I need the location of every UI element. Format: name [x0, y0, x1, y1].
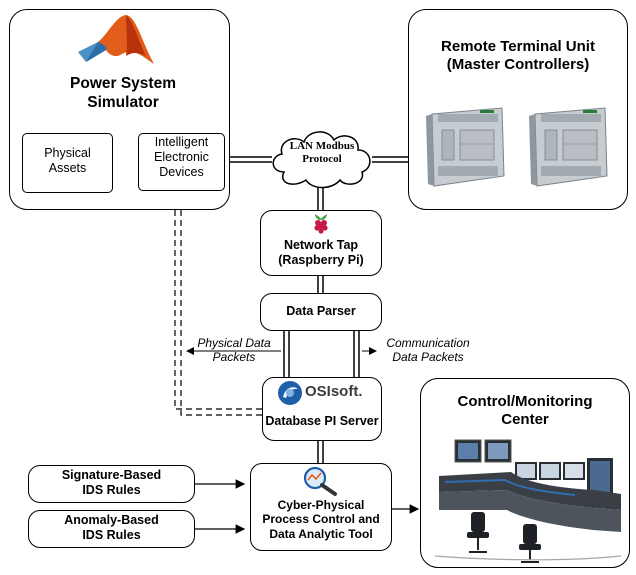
analytic-tool-line2: Process Control and [262, 512, 380, 527]
link-pi-to-analytic [317, 441, 324, 463]
physical-assets-line2: Assets [48, 161, 87, 175]
link-tap-to-parser [317, 276, 324, 293]
physical-assets-label: Physical Assets [22, 146, 113, 176]
anomaly-rules-line1: Anomaly-Based [64, 513, 159, 527]
analytic-tool-label: Cyber-Physical Process Control and Data … [250, 498, 392, 541]
data-parser-box [260, 293, 382, 331]
network-tap-line1: Network Tap [283, 238, 359, 252]
link-parser-to-pi-left [283, 331, 290, 377]
network-tap-box [260, 210, 382, 276]
simulator-title-line1: Power System [70, 75, 176, 92]
osisoft-logo-icon [278, 381, 302, 405]
lan-line1: LAN Modbus [289, 140, 355, 152]
link-parser-to-pi-right [353, 331, 360, 377]
osisoft-logo-text: OSIsoft. [305, 383, 363, 400]
ied-line1: Intelligent [154, 135, 209, 149]
lan-cloud-icon [272, 131, 371, 189]
signature-rules-label: Signature-Based IDS Rules [28, 468, 195, 498]
matlab-logo-icon [78, 15, 154, 64]
lan-line2: Protocol [302, 153, 342, 166]
simulator-title-line2: Simulator [87, 93, 159, 111]
link-lan-to-tap [317, 185, 324, 210]
ied-line2: Electronic [154, 150, 209, 164]
rtu-title-line2: (Master Controllers) [446, 56, 590, 73]
rtu-title-line1: Remote Terminal Unit [441, 38, 595, 55]
simulator-title: Power System Simulator [38, 75, 208, 112]
control-center-line1: Control/Monitoring [457, 393, 593, 410]
communication-packets-line2: Data Packets [392, 350, 464, 365]
rtu-title: Remote Terminal Unit (Master Controllers… [408, 38, 628, 74]
communication-packets-label: Communication Data Packets [378, 336, 478, 365]
physical-packets-label: Physical Data Packets [186, 336, 282, 365]
communication-packets-line1: Communication [386, 336, 470, 350]
control-center-title: Control/Monitoring Center [420, 393, 630, 429]
physical-assets-line1: Physical [44, 146, 91, 160]
control-center-line2: Center [501, 411, 549, 428]
signature-rules-box [28, 465, 195, 503]
link-lan-to-rtu [372, 156, 408, 163]
network-tap-line2: (Raspberry Pi) [278, 253, 364, 267]
link-simulator-to-lan [230, 156, 272, 163]
signature-rules-line2: IDS Rules [82, 483, 141, 497]
link-ied-to-pi-dashed [174, 190, 262, 416]
magnifier-icon [303, 466, 337, 496]
ied-box [138, 133, 225, 191]
physical-packets-line2: Packets [212, 350, 256, 365]
anomaly-rules-box [28, 510, 195, 548]
ied-line3: Devices [159, 165, 204, 179]
anomaly-rules-line2: IDS Rules [82, 528, 141, 542]
anomaly-rules-label: Anomaly-Based IDS Rules [28, 513, 195, 543]
analytic-tool-line3: Data Analytic Tool [269, 526, 373, 541]
network-tap-label: Network Tap (Raspberry Pi) [260, 238, 382, 268]
physical-packets-line1: Physical Data [197, 336, 271, 350]
analytic-tool-line1: Cyber-Physical [277, 498, 365, 512]
plc-controller-2-icon [529, 107, 608, 187]
plc-controller-1-icon [426, 107, 505, 187]
signature-rules-line1: Signature-Based [61, 468, 162, 482]
data-parser-label: Data Parser [286, 304, 356, 318]
physical-assets-box [22, 133, 113, 193]
ied-label: Intelligent Electronic Devices [138, 135, 225, 180]
lan-label: LAN Modbus Protocol [276, 140, 368, 166]
pi-server-label: Database PI Server [265, 414, 379, 428]
control-room-icon [434, 439, 622, 563]
raspberry-pi-icon [314, 214, 328, 234]
